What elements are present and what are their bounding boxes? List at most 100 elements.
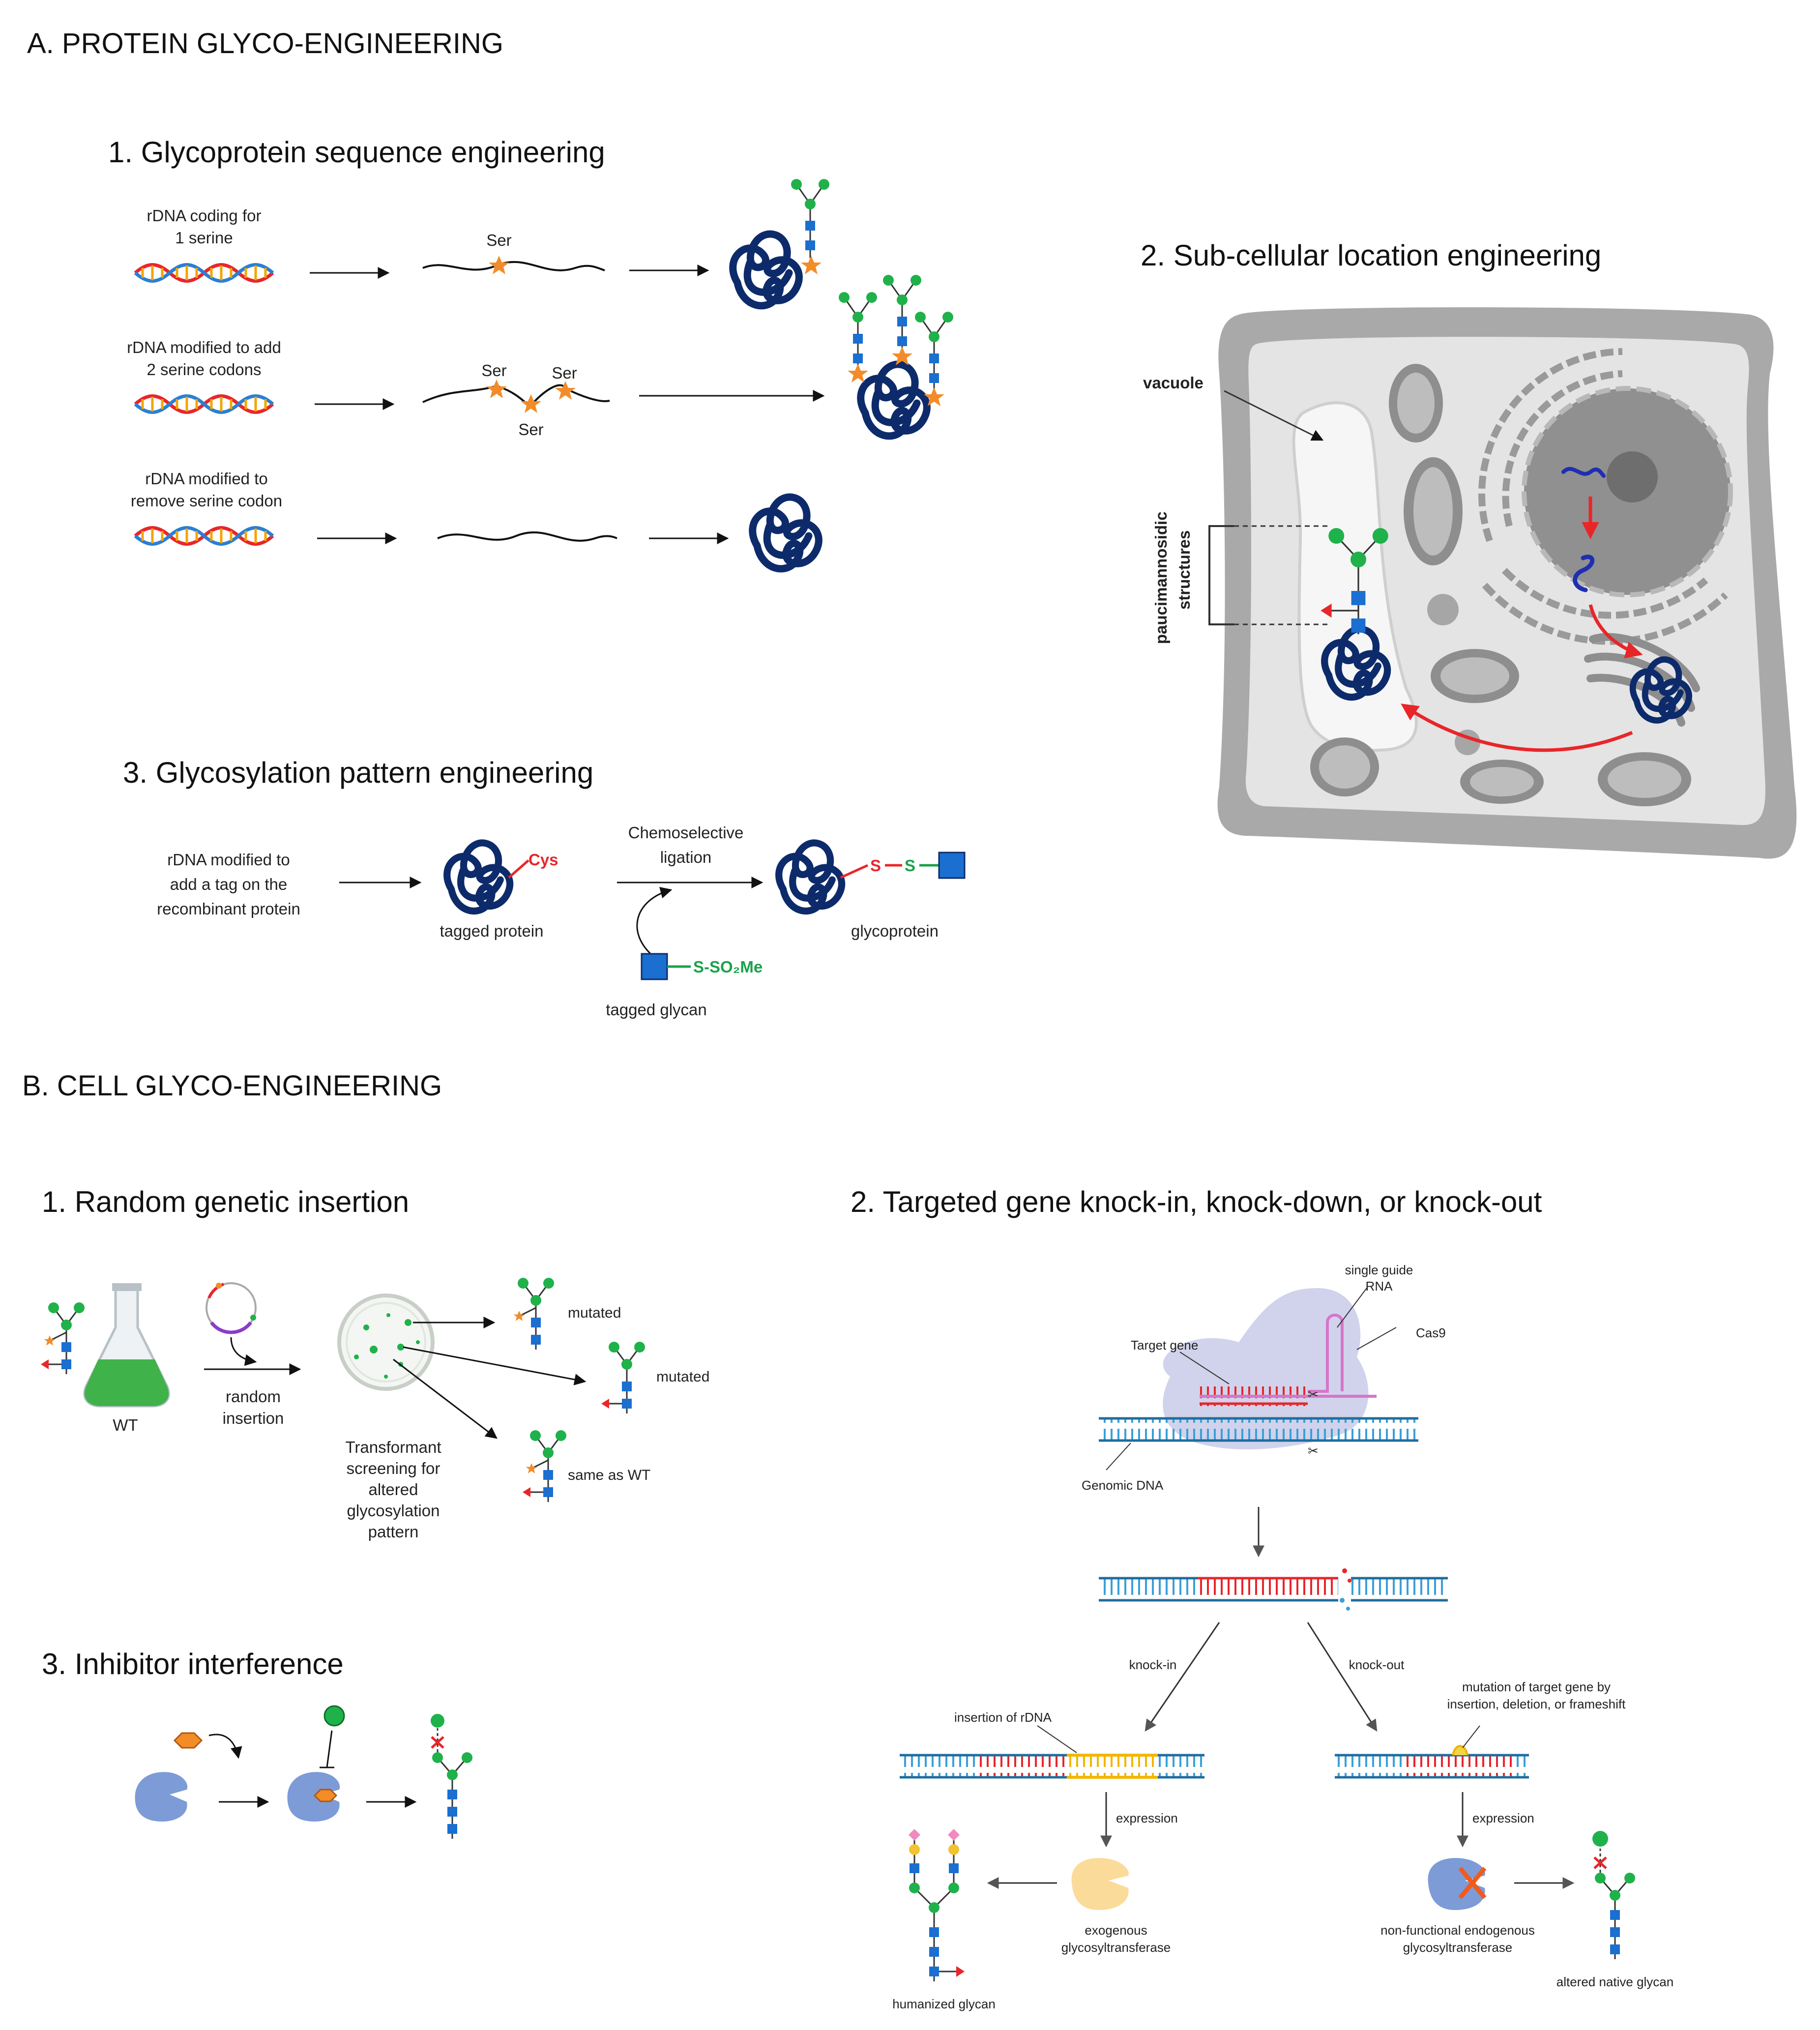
knock-out-label: knock-out bbox=[1349, 1657, 1405, 1672]
tagged-glycan-label: tagged glycan bbox=[606, 1000, 707, 1019]
non-functional-enzyme-icon bbox=[1428, 1858, 1485, 1910]
a1-row1-label-l2: 1 serine bbox=[175, 229, 233, 247]
inhibited-enzyme-icon bbox=[287, 1772, 340, 1822]
knock-in-label: knock-in bbox=[1129, 1657, 1177, 1672]
paucimannose-glycan-icon bbox=[1321, 528, 1388, 634]
section-b-title: B. CELL GLYCO-ENGINEERING bbox=[22, 1070, 442, 1102]
tagged-protein-icon bbox=[447, 843, 510, 911]
enzyme-icon bbox=[135, 1772, 188, 1822]
mutated-1-label: mutated bbox=[568, 1305, 621, 1321]
dna-helix-icon bbox=[135, 396, 273, 412]
wt-glycan-icon bbox=[41, 1302, 85, 1374]
a3-left-l1: rDNA modified to bbox=[167, 851, 290, 869]
mutation-l1: mutation of target gene by bbox=[1462, 1679, 1611, 1694]
ligation-l2: ligation bbox=[660, 848, 712, 866]
b3-scheme bbox=[135, 1705, 472, 1839]
serine-star-icon bbox=[489, 256, 509, 274]
wt-label: WT bbox=[113, 1416, 138, 1434]
scissors-icon-2: ✂ bbox=[1308, 1443, 1319, 1458]
b1-scheme: WT random insertion Transformant screeni… bbox=[41, 1278, 709, 1541]
mutation-l2: insertion, deletion, or frameshift bbox=[1447, 1697, 1626, 1711]
altered-glycan-icon bbox=[431, 1714, 472, 1839]
a1-row3-label-l2: remove serine codon bbox=[131, 492, 282, 510]
a3-scheme: rDNA modified to add a tag on the recomb… bbox=[157, 824, 966, 1019]
target-gene-label: Target gene bbox=[1131, 1338, 1198, 1353]
glycan-square-icon bbox=[641, 953, 668, 980]
a1-row1: rDNA coding for 1 serine Ser bbox=[135, 178, 830, 306]
cys-label: Cys bbox=[528, 851, 558, 869]
plant-cell-illustration bbox=[1208, 307, 1797, 859]
b1-title: 1. Random genetic insertion bbox=[42, 1185, 409, 1218]
tagged-protein-label: tagged protein bbox=[440, 922, 543, 940]
a3-left-l3: recombinant protein bbox=[157, 900, 300, 918]
glycoprotein-multi-icon bbox=[861, 364, 927, 436]
protein-unglycosylated-icon bbox=[753, 497, 819, 569]
screen-l3: altered bbox=[369, 1480, 418, 1499]
vacuole-label: vacuole bbox=[1143, 374, 1204, 392]
same-as-wt-label: same as WT bbox=[568, 1467, 650, 1483]
a1-row1-ser: Ser bbox=[486, 231, 511, 249]
altered-native-glycan-icon bbox=[1592, 1831, 1635, 1959]
expression-1-label: expression bbox=[1116, 1811, 1178, 1825]
glycoprotein-icon bbox=[779, 843, 842, 911]
a1-row3-label-l1: rDNA modified to bbox=[145, 470, 267, 488]
a3-left-l2: add a tag on the bbox=[170, 875, 288, 893]
cas9-icon bbox=[1163, 1288, 1369, 1450]
dna-helix-icon bbox=[135, 265, 273, 281]
genomic-dna-label: Genomic DNA bbox=[1082, 1478, 1164, 1493]
ligation-l1: Chemoselective bbox=[628, 824, 744, 842]
a1-row2-label-l2: 2 serine codons bbox=[147, 360, 262, 379]
a1-row2-ser-b: Ser bbox=[552, 364, 577, 382]
screen-l2: screening for bbox=[347, 1459, 440, 1477]
random-l1: random bbox=[226, 1387, 281, 1406]
mutated-2-label: mutated bbox=[656, 1369, 709, 1385]
a1-title: 1. Glycoprotein sequence engineering bbox=[108, 136, 605, 169]
cas9-label: Cas9 bbox=[1416, 1325, 1446, 1340]
flask-icon bbox=[83, 1283, 170, 1408]
a1-row1-label-l1: rDNA coding for bbox=[147, 206, 262, 225]
inhibitor-icon bbox=[173, 1732, 203, 1749]
pauci-label-l1: paucimannosidic bbox=[1152, 511, 1170, 644]
petri-dish-icon bbox=[337, 1294, 435, 1391]
mutated-glycan-2-icon bbox=[600, 1341, 646, 1414]
humanized-label: humanized glycan bbox=[892, 1997, 996, 2011]
a3-title: 3. Glycosylation pattern engineering bbox=[123, 756, 593, 789]
s2-label: S bbox=[905, 856, 915, 875]
b3-title: 3. Inhibitor interference bbox=[42, 1648, 344, 1680]
screen-l1: Transformant bbox=[345, 1438, 441, 1456]
screen-l5: pattern bbox=[368, 1523, 419, 1541]
a1-row2-ser-c: Ser bbox=[518, 420, 543, 439]
pauci-label-l2: structures bbox=[1175, 530, 1193, 610]
screen-l4: glycosylation bbox=[347, 1501, 440, 1520]
s1-label: S bbox=[870, 856, 881, 875]
expression-2-label: expression bbox=[1472, 1811, 1534, 1825]
altered-label: altered native glycan bbox=[1556, 1974, 1673, 1989]
same-as-wt-glycan-icon bbox=[523, 1430, 566, 1502]
glycoprotein-icon bbox=[733, 234, 799, 306]
exo-l1: exogenous bbox=[1085, 1923, 1147, 1938]
humanized-glycan-icon bbox=[909, 1829, 965, 1981]
mutated-glycan-1-icon bbox=[513, 1278, 554, 1350]
mannose-icon bbox=[323, 1705, 345, 1727]
exo-l2: glycosyltransferase bbox=[1061, 1940, 1171, 1955]
scissors-icon: ✂ bbox=[1308, 1387, 1319, 1402]
sgrna-l2: RNA bbox=[1366, 1279, 1393, 1294]
nonfunc-l1: non-functional endogenous bbox=[1380, 1923, 1535, 1938]
reagent-label: S-SO₂Me bbox=[693, 958, 763, 976]
a2-title: 2. Sub-cellular location engineering bbox=[1141, 239, 1601, 272]
b2-title: 2. Targeted gene knock-in, knock-down, o… bbox=[851, 1185, 1542, 1218]
plasmid-icon bbox=[205, 1282, 257, 1334]
glycoprotein-label: glycoprotein bbox=[851, 922, 939, 940]
nonfunc-l2: glycosyltransferase bbox=[1403, 1940, 1513, 1955]
exogenous-enzyme-icon bbox=[1071, 1858, 1129, 1910]
a1-row2-ser-a: Ser bbox=[481, 361, 506, 380]
section-a-title: A. PROTEIN GLYCO-ENGINEERING bbox=[27, 28, 503, 59]
sgrna-l1: single guide bbox=[1345, 1263, 1413, 1277]
a1-row2: rDNA modified to add 2 serine codons Ser… bbox=[127, 274, 954, 439]
random-l2: insertion bbox=[223, 1409, 284, 1427]
a1-row3: rDNA modified to remove serine codon bbox=[131, 470, 819, 569]
dna-helix-icon bbox=[135, 528, 273, 544]
b2-crispr-scheme: ✂ ✂ single guide RNA Target gene Cas9 Ge… bbox=[892, 1263, 1673, 2011]
insertion-label: insertion of rDNA bbox=[954, 1710, 1052, 1725]
